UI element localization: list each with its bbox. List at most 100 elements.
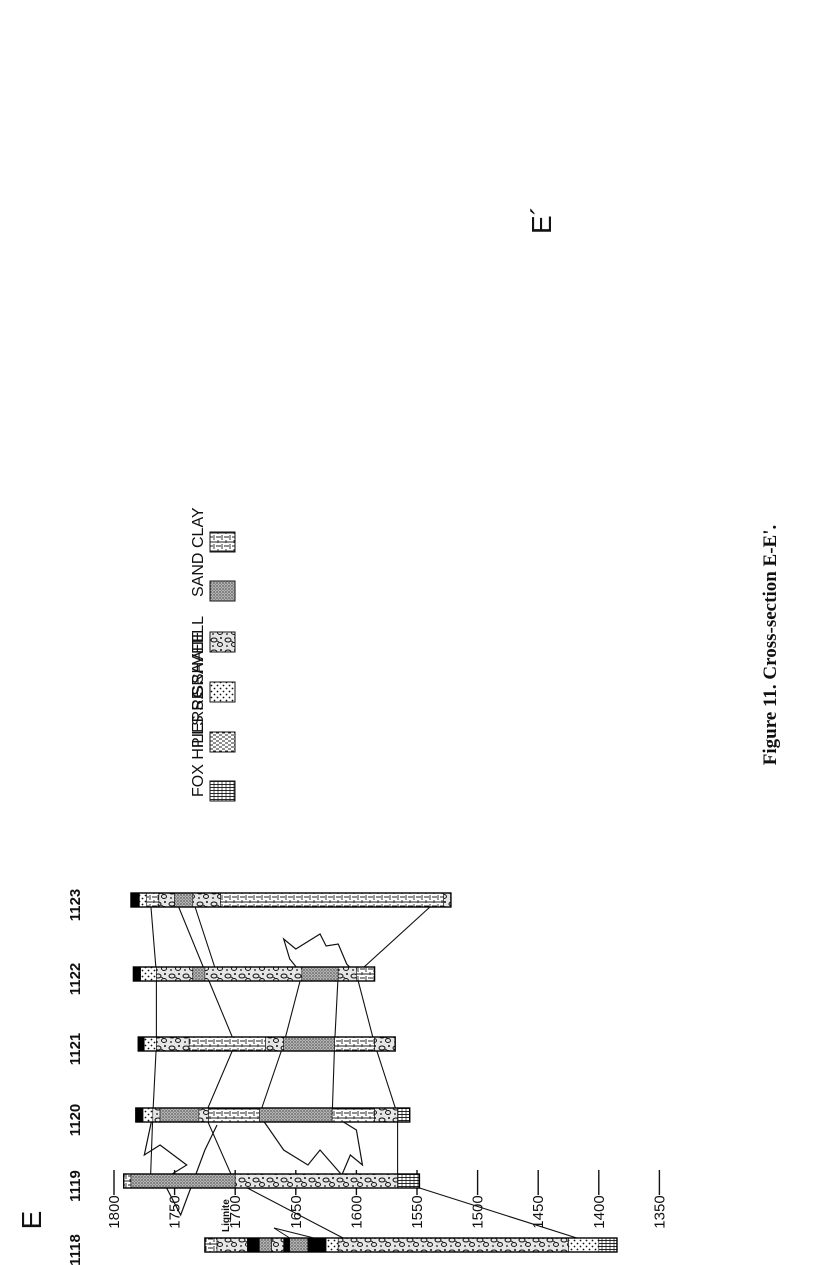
elevation-label: 1750 (167, 1195, 184, 1228)
well-unit-till (234, 1173, 398, 1189)
well-unit-fox_hills (397, 1107, 411, 1123)
well-unit-till (216, 1237, 248, 1253)
well-outline (122, 1173, 421, 1189)
figure-caption: Figure 11. Cross-section E-E'. (760, 525, 781, 766)
elevation-label: 1500 (470, 1195, 487, 1228)
well-unit-gravel (142, 1107, 154, 1123)
well-unit-sand (259, 1107, 333, 1123)
elevation-label: 1550 (409, 1195, 426, 1228)
well-id-label: 1118 (67, 1234, 84, 1265)
well-unit-lignite (133, 966, 141, 982)
well-unit-till (156, 966, 194, 982)
well-unit-sand (192, 966, 206, 982)
well-unit-lignite (137, 1036, 145, 1052)
correlation-line-bedrock-top (355, 899, 599, 1246)
well-unit-lignite (283, 1237, 291, 1253)
well-outline (132, 966, 376, 982)
well-unit-till (204, 966, 303, 982)
lignite-annotation: Lignite (221, 1199, 232, 1232)
legend-label-till: TILL (190, 616, 207, 648)
well-id-label: 1122 (67, 963, 84, 996)
well-unit-sand (301, 966, 339, 982)
legend-swatch-clay (209, 531, 236, 553)
well-unit-till (271, 1237, 284, 1253)
well-unit-till (156, 1036, 190, 1052)
legend-swatch-pierre (209, 731, 236, 753)
zigzag-outline-peak (282, 933, 357, 975)
well-log-1122: 1122 (67, 963, 376, 996)
legend-label-sand: SAND (190, 553, 207, 597)
well-id-label: 1123 (67, 889, 84, 922)
section-end-right-label: E´ (526, 206, 557, 234)
well-unit-till (265, 1036, 284, 1052)
well-unit-fox_hills (397, 1173, 420, 1189)
well-unit-gravel (139, 892, 148, 908)
well-outline (204, 1237, 618, 1253)
well-unit-sand (259, 1237, 272, 1253)
well-unit-lignite (135, 1107, 144, 1123)
well-unit-till (337, 1237, 569, 1253)
well-unit-sand (130, 1173, 236, 1189)
elevation-label: 1700 (227, 1195, 244, 1228)
legend-swatch-sand (209, 580, 236, 602)
correlation-line-sand-base (192, 899, 218, 975)
well-unit-sand (283, 1036, 335, 1052)
well-unit-clay (331, 1107, 375, 1123)
well-log-1119: 1119 (67, 1170, 421, 1202)
correlation-line-till-top (175, 899, 357, 1246)
well-unit-lignite (130, 892, 140, 908)
elevation-label: 1450 (530, 1195, 547, 1228)
well-id-label: 1121 (67, 1033, 84, 1066)
well-unit-gravel (568, 1237, 600, 1253)
legend-label-pierre: PIERRE SHALE (190, 632, 207, 748)
well-unit-sand (159, 1107, 200, 1123)
elevation-label: 1600 (348, 1195, 365, 1228)
well-unit-clay (208, 1107, 260, 1123)
well-unit-till (198, 1107, 209, 1123)
well-log-1123: 1123 (67, 889, 452, 922)
well-unit-clay (146, 892, 160, 908)
well-unit-till (443, 892, 452, 908)
well-unit-clay (356, 966, 375, 982)
legend-label-gravel: GRAVEL (190, 634, 207, 698)
zigzag-outline-lower (258, 1114, 364, 1177)
well-unit-till (374, 1107, 398, 1123)
well-unit-till (158, 892, 175, 908)
well-unit-gravel (140, 966, 157, 982)
well-unit-lignite (307, 1237, 327, 1253)
well-log-1118: 1118 (67, 1234, 618, 1265)
legend-swatch-gravel (209, 681, 236, 703)
well-unit-clay (220, 892, 444, 908)
well-outline (135, 1107, 411, 1123)
well-unit-clay (123, 1173, 132, 1189)
well-outline (130, 892, 452, 908)
well-unit-gravel (325, 1237, 339, 1253)
section-end-left-label: E (16, 1211, 47, 1230)
elevation-label: 1650 (288, 1195, 305, 1228)
elevation-label: 1800 (106, 1195, 123, 1228)
correlation-lines (149, 899, 599, 1246)
legend-label-clay: CLAY (190, 507, 207, 548)
lignite-leader (273, 1227, 291, 1239)
lignite-leader (273, 1227, 315, 1239)
legend-label-fox_hills: FOX HILLS S.S. (190, 681, 207, 797)
well-unit-clay (334, 1036, 375, 1052)
well-log-1120: 1120 (67, 1104, 411, 1137)
legend-swatch-till (209, 631, 236, 653)
well-unit-till (374, 1036, 396, 1052)
elevation-label: 1350 (651, 1195, 668, 1228)
well-unit-till (337, 966, 357, 982)
zigzag-outline-upper (143, 1114, 218, 1217)
well-unit-fox_hills (598, 1237, 618, 1253)
well-unit-clay (188, 1036, 266, 1052)
well-id-label: 1120 (67, 1104, 84, 1137)
legend-swatch-fox_hills (209, 780, 236, 802)
well-log-1121: 1121 (67, 1033, 396, 1066)
elevation-label: 1400 (591, 1195, 608, 1228)
well-unit-gravel (144, 1036, 157, 1052)
well-unit-till (192, 892, 221, 908)
well-outline (137, 1036, 396, 1052)
